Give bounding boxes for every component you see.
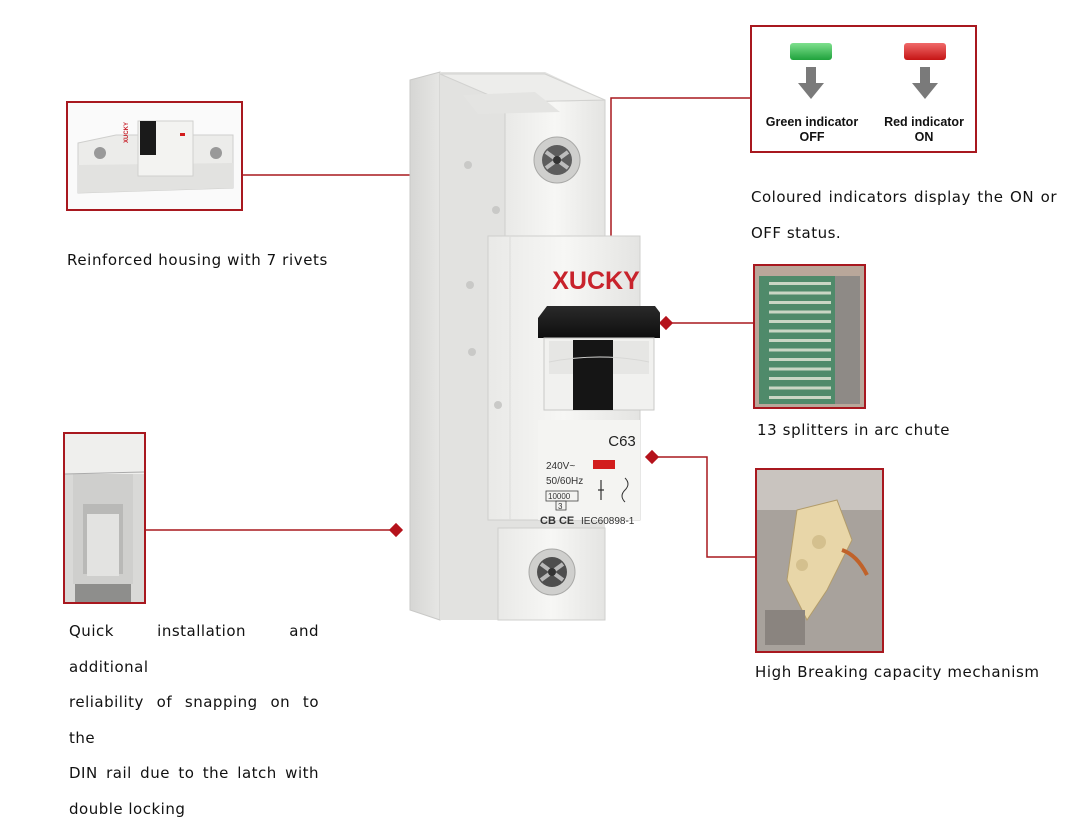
standard-label: IEC60898-1 [581,516,635,527]
arc-chute-thumbnail [753,264,866,409]
green-indicator-swatch [790,43,832,60]
housing-caption: Reinforced housing with 7 rivets [67,251,328,269]
indicators-caption-line: OFF status. [751,216,1057,252]
housing-thumbnail: XUCKY [66,101,243,211]
voltage-label: 240V~ [546,461,575,472]
mechanism-caption: High Breaking capacity mechanism [755,663,1040,681]
green-indicator-label: Green indicator OFF [752,115,872,145]
splitter-plate [769,339,831,342]
latch-thumbnail [63,432,146,604]
splitter-plate [769,349,831,352]
splitter-plate [769,368,831,371]
splitter-plate [769,301,831,304]
latch-caption-line: double locking [69,792,319,827]
red-indicator-title: Red indicator [864,115,977,130]
splitter-plate [769,282,831,285]
green-indicator-state: OFF [752,130,872,145]
diamond-marker [659,316,673,330]
splitter-plate [769,330,831,333]
down-arrow-icon [912,67,938,101]
brand-logo: XUCKY [552,267,640,295]
green-indicator-title: Green indicator [752,115,872,130]
splitter-plate [769,377,831,380]
red-indicator-label: Red indicator ON [864,115,977,145]
splitter-plate [769,292,831,295]
frequency-label: 50/60Hz [546,476,583,487]
status-window [593,460,615,469]
svg-text:XUCKY: XUCKY [124,122,130,143]
splitter-plate [769,320,831,323]
circuit-breaker-image: XUCKY C63 240V~ 50/60Hz 10000 3 CB CE IE… [400,68,660,628]
latch-caption-line: Quick installation and additional [69,614,319,685]
mechanism-thumbnail [755,468,884,653]
latch-caption: Quick installation and additional reliab… [69,614,319,827]
capacity-label: 10000 [548,492,571,501]
red-indicator-swatch [904,43,946,60]
class-label: 3 [558,502,563,511]
splitter-plate [769,387,831,390]
down-arrow-icon [798,67,824,101]
indicator-legend-box: Green indicator OFF Red indicator ON [750,25,977,153]
splitter-plate [769,311,831,314]
latch-caption-line: DIN rail due to the latch with [69,756,319,792]
rating-label: C63 [608,433,636,450]
cert-marks: CB CE [540,515,574,527]
splitter-plate [769,396,831,399]
red-indicator-state: ON [864,130,977,145]
splitter-plate [769,358,831,361]
splitters-caption: 13 splitters in arc chute [757,421,950,439]
latch-caption-line: reliability of snapping on to the [69,685,319,756]
indicators-caption-line: Coloured indicators display the ON or [751,180,1057,216]
indicators-caption: Coloured indicators display the ON or OF… [751,180,1057,251]
